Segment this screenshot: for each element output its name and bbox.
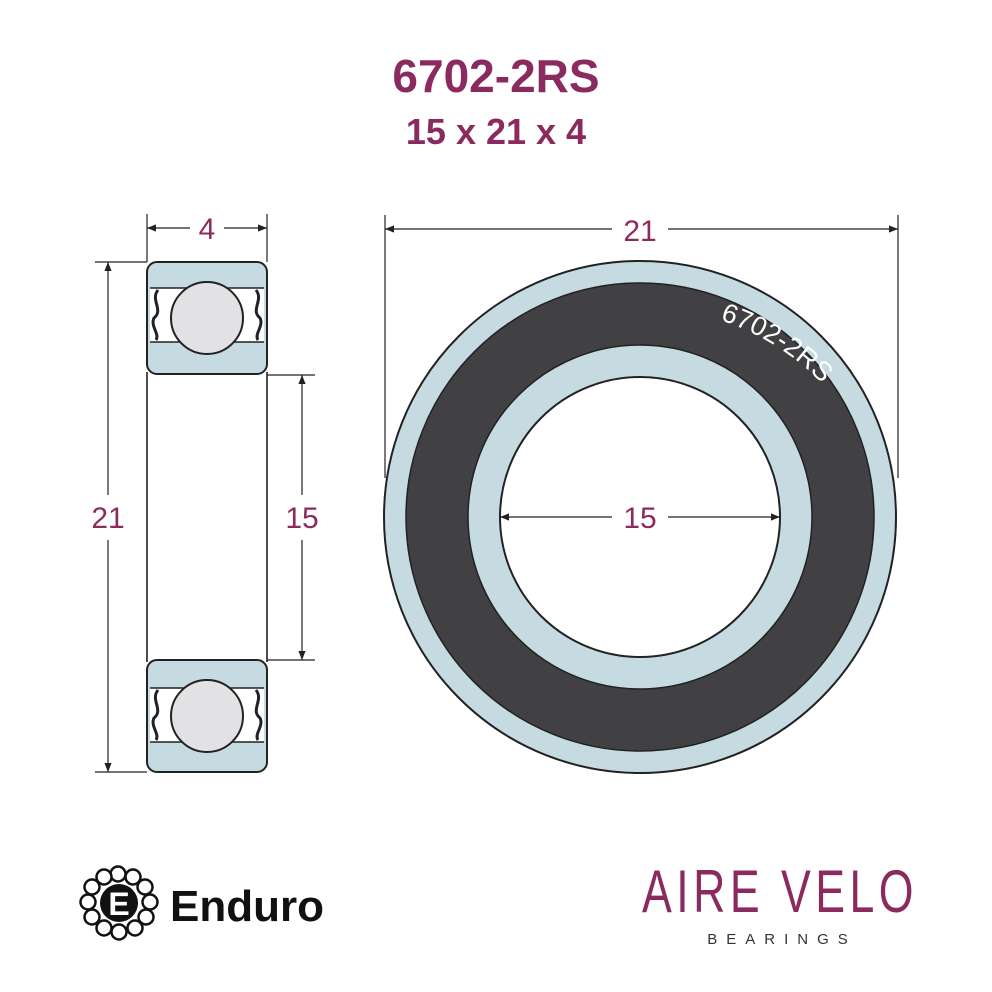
enduro-logo: E Enduro: [79, 865, 324, 941]
side-section-bottom: [146, 659, 268, 773]
front-inner-diameter-label: 15: [623, 502, 656, 535]
enduro-wordmark: Enduro: [170, 882, 324, 931]
front-view: 21 6702-2RS 15: [383, 215, 899, 774]
side-section-top: [146, 261, 268, 375]
dimensions-subtitle: 15 x 21 x 4: [406, 111, 586, 152]
top-ball: [170, 281, 244, 355]
side-view: 4 21 15: [91, 213, 319, 773]
enduro-bearing-icon: E: [79, 865, 159, 941]
top-seal-left: [151, 289, 160, 341]
side-inner-diameter-label: 15: [285, 502, 318, 535]
bottom-seal-left: [151, 689, 160, 741]
width-label: 4: [199, 213, 216, 246]
aire-velo-subtitle: BEARINGS: [707, 931, 857, 948]
aire-velo-wordmark: AIRE VELO: [642, 858, 918, 925]
part-number-title: 6702-2RS: [392, 50, 599, 102]
front-outer-diameter-label: 21: [623, 215, 656, 248]
side-outer-diameter-label: 21: [91, 502, 124, 535]
bottom-ball: [170, 679, 244, 753]
bottom-seal-right: [254, 689, 263, 741]
enduro-center-disc: [100, 884, 138, 922]
top-seal-right: [254, 289, 263, 341]
enduro-logo-letter: E: [108, 886, 129, 922]
aire-velo-logo: AIRE VELO BEARINGS: [642, 858, 918, 948]
